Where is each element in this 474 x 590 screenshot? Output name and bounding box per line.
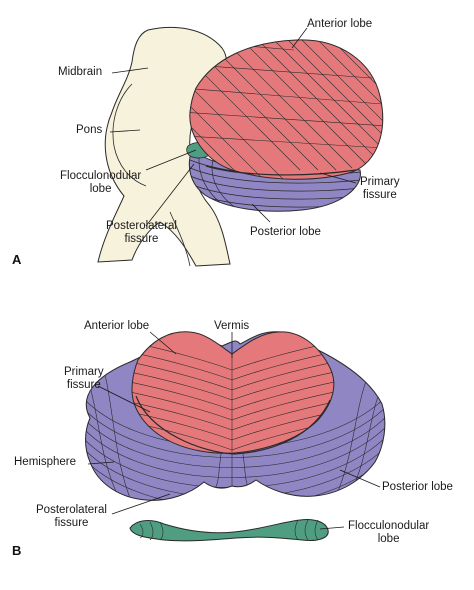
anterior-folia-b <box>132 339 334 452</box>
label-primary-fissure-b: Primary fissure <box>64 366 104 391</box>
label-primary-fissure-a: Primary fissure <box>360 176 400 201</box>
pons-contour <box>112 83 147 187</box>
panel-a-illustration <box>97 26 384 267</box>
anterior-lobe-b <box>131 331 335 454</box>
primary-fissure-b <box>135 395 331 455</box>
primary-fissure-a <box>205 165 357 176</box>
label-posterolateral-fissure-a: Posterolateral fissure <box>106 220 177 245</box>
label-vermis-b: Vermis <box>214 320 250 332</box>
label-flocculonodular-lobe-a: Flocculonodular lobe <box>60 170 142 195</box>
label-anterior-lobe-a: Anterior lobe <box>307 18 373 30</box>
posterior-folia-a <box>189 150 361 209</box>
peduncle-line <box>169 211 191 267</box>
label-midbrain-a: Midbrain <box>58 66 103 78</box>
label-posterior-lobe-a: Posterior lobe <box>250 226 321 238</box>
flocculonodular-lobe-b <box>129 519 329 542</box>
anterior-lobe-a <box>189 39 384 180</box>
label-anterior-lobe-b: Anterior lobe <box>84 320 150 332</box>
label-posterolateral-fissure-b: Posterolateral fissure <box>36 504 107 529</box>
label-flocculonodular-lobe-b: Flocculonodular lobe <box>348 520 430 545</box>
panel-a-leaders <box>109 27 357 227</box>
panel-letter-a: A <box>12 252 22 267</box>
label-hemisphere-b: Hemisphere <box>14 456 76 468</box>
panel-b-leaders <box>87 331 381 530</box>
panel-b-illustration <box>85 331 386 542</box>
label-posterior-lobe-b: Posterior lobe <box>382 481 453 493</box>
label-pons-a: Pons <box>76 124 103 136</box>
panel-letter-b: B <box>12 543 22 558</box>
flocculus-folia-b <box>139 519 319 541</box>
